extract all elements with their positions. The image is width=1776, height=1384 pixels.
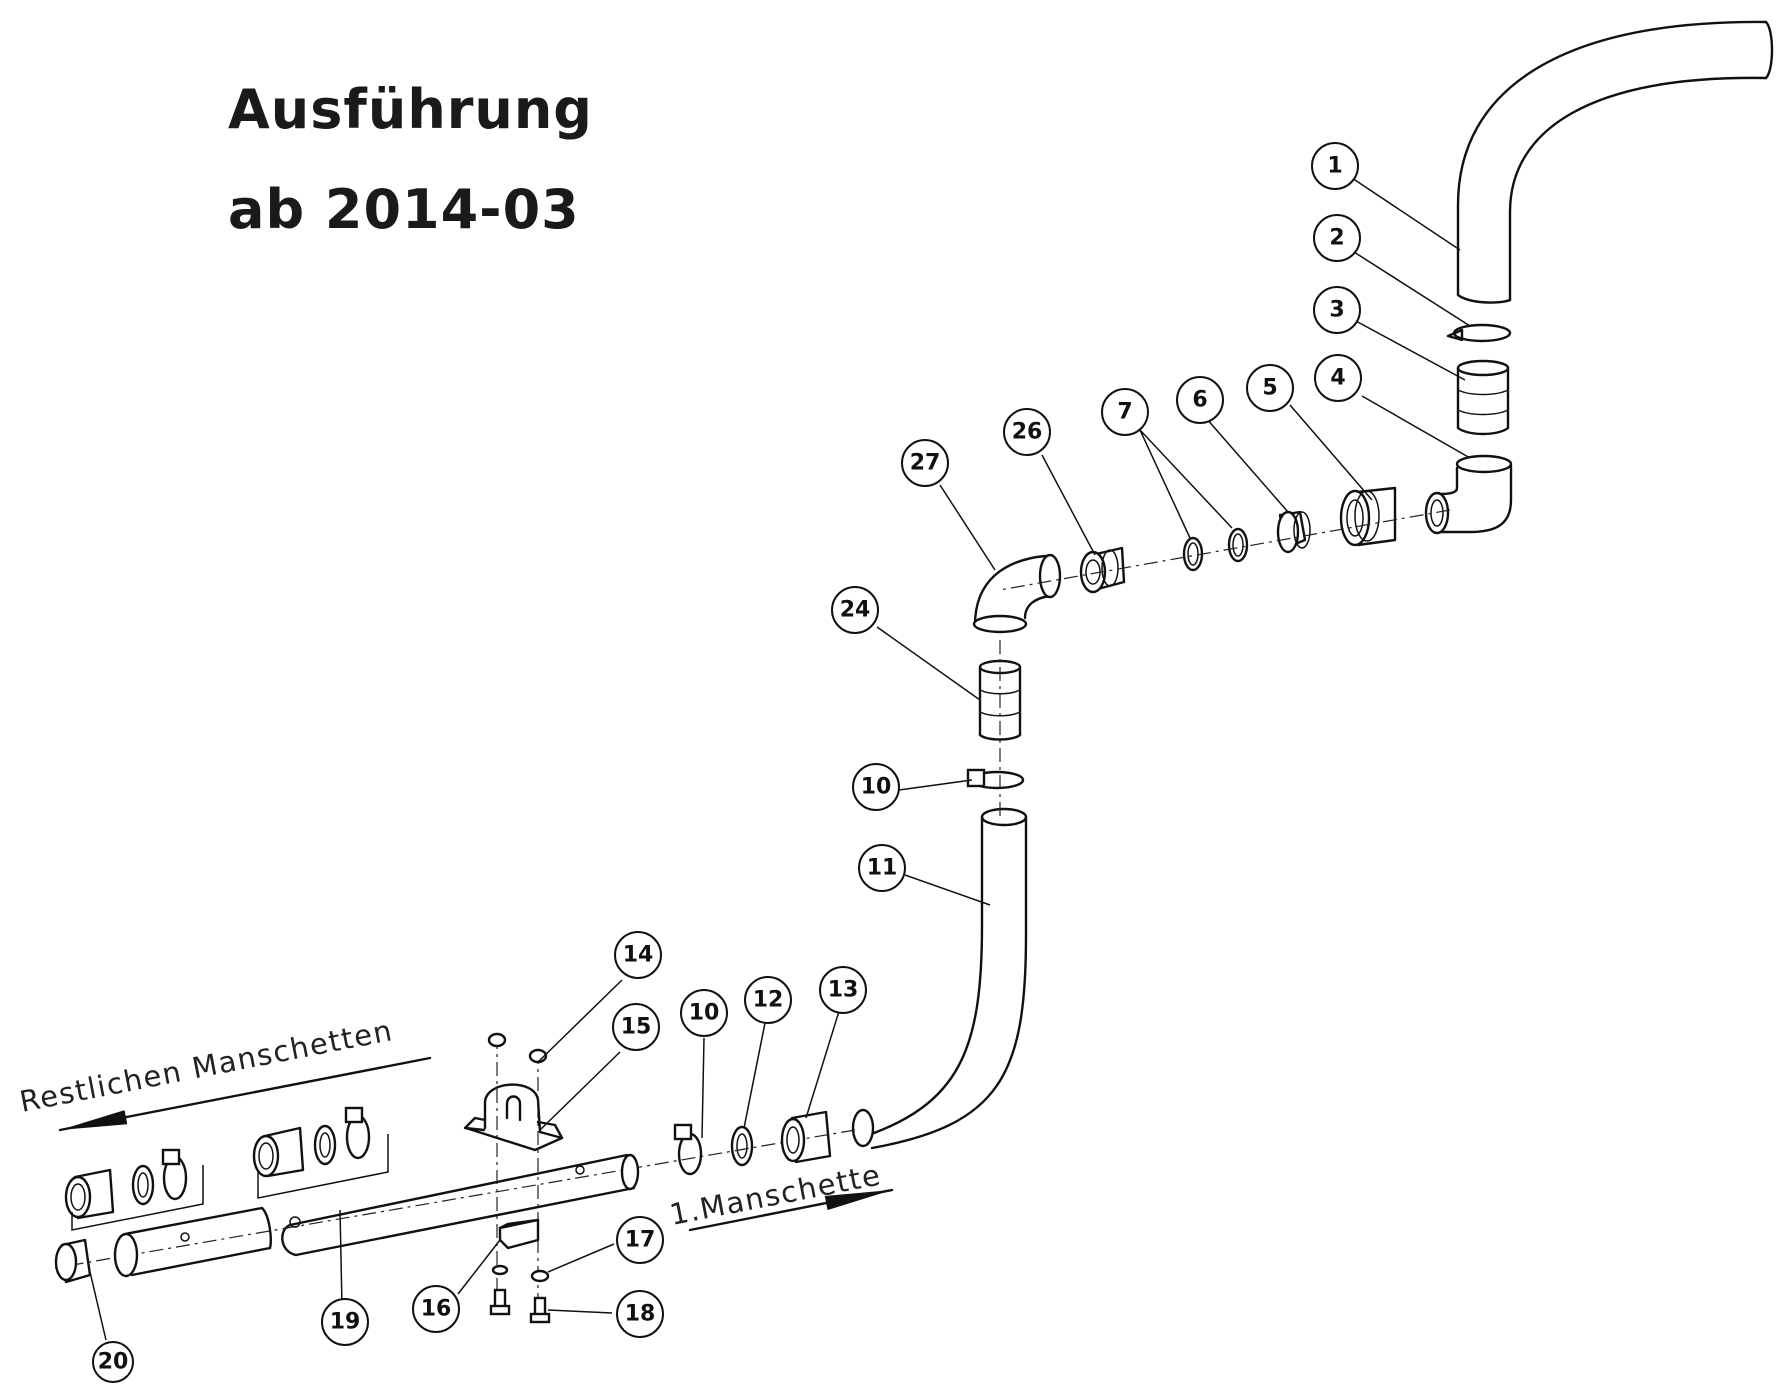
callout-18: 18 [616, 1290, 664, 1338]
part-5-coupling [1339, 486, 1397, 547]
cuff-set-right [252, 1106, 389, 1199]
part-10-hose-clamp-upper [966, 768, 1025, 790]
assembly-axis-upper [999, 509, 1451, 591]
tube-segment-left [113, 1206, 272, 1278]
arrow-right [688, 1188, 894, 1232]
part-14-nut [487, 1032, 548, 1064]
svg-text:26: 26 [1012, 420, 1043, 445]
part-15-saddle-clamp [463, 1083, 564, 1152]
title-line-2: ab 2014-03 [228, 178, 580, 241]
callout-14: 14 [614, 931, 662, 979]
part-18-bolt [489, 1288, 551, 1324]
svg-text:11: 11 [867, 856, 898, 881]
callout-10-lower: 10 [680, 989, 728, 1037]
part-27-elbow [972, 553, 1062, 634]
part-4-elbow [1424, 454, 1513, 535]
assembly-axis-lower [54, 1129, 856, 1269]
callout-10-upper: 10 [852, 763, 900, 811]
svg-text:19: 19 [330, 1310, 361, 1335]
callout-13: 13 [819, 966, 867, 1014]
callout-3: 3 [1313, 286, 1361, 334]
svg-text:14: 14 [623, 943, 654, 968]
arrow-left [58, 1056, 432, 1132]
part-13-sleeve [780, 1110, 832, 1164]
svg-text:24: 24 [840, 598, 871, 623]
part-1-bend-pipe [1456, 20, 1774, 304]
callout-15: 15 [612, 1003, 660, 1051]
callout-5: 5 [1246, 364, 1294, 412]
part-2-hose-clamp [1446, 323, 1512, 343]
svg-text:16: 16 [421, 1297, 452, 1322]
callout-12: 12 [744, 976, 792, 1024]
callout-6: 6 [1176, 376, 1224, 424]
callout-1: 1 [1311, 142, 1359, 190]
part-19-main-tube [281, 1153, 640, 1257]
svg-text:7: 7 [1117, 400, 1132, 425]
svg-text:2: 2 [1329, 226, 1344, 251]
svg-text:27: 27 [910, 451, 941, 476]
svg-text:18: 18 [625, 1302, 656, 1327]
svg-text:13: 13 [828, 978, 859, 1003]
svg-text:1: 1 [1327, 154, 1342, 179]
svg-text:4: 4 [1330, 366, 1345, 391]
callout-4: 4 [1314, 354, 1362, 402]
svg-text:3: 3 [1329, 298, 1344, 323]
callout-24: 24 [831, 586, 879, 634]
leader-lines [89, 177, 1471, 1341]
svg-text:12: 12 [753, 988, 784, 1013]
label-first-cuff: 1.Manschette [667, 1158, 884, 1232]
callout-11: 11 [858, 844, 906, 892]
callout-16: 16 [412, 1285, 460, 1333]
callout-19: 19 [321, 1298, 369, 1346]
callout-26: 26 [1003, 408, 1051, 456]
title-line-1: Ausführung [228, 78, 593, 141]
part-10-hose-clamp-lower [673, 1123, 703, 1176]
cuff-set-left [64, 1148, 204, 1231]
part-7-o-rings [1182, 527, 1249, 572]
part-12-o-ring [730, 1125, 754, 1167]
svg-text:10: 10 [861, 775, 892, 800]
part-17-washer [530, 1269, 550, 1283]
part-26-threaded-fitting [1079, 546, 1126, 594]
svg-text:5: 5 [1262, 376, 1277, 401]
svg-text:17: 17 [625, 1228, 656, 1253]
svg-text:10: 10 [689, 1001, 720, 1026]
label-remaining-cuffs: Restlichen Manschetten [17, 1013, 396, 1119]
svg-text:15: 15 [621, 1015, 652, 1040]
callout-7: 7 [1101, 388, 1149, 436]
callout-17: 17 [616, 1216, 664, 1264]
part-20-end-cap [54, 1238, 92, 1284]
callout-27: 27 [901, 439, 949, 487]
callout-2: 2 [1313, 214, 1361, 262]
svg-text:20: 20 [98, 1350, 129, 1375]
part-16-bracket [491, 1218, 540, 1276]
svg-text:6: 6 [1192, 388, 1207, 413]
part-6-union-nut [1276, 510, 1311, 554]
part-3-sleeve [1456, 359, 1510, 436]
part-11-bend-pipe [851, 807, 1028, 1150]
callout-20: 20 [92, 1341, 134, 1383]
